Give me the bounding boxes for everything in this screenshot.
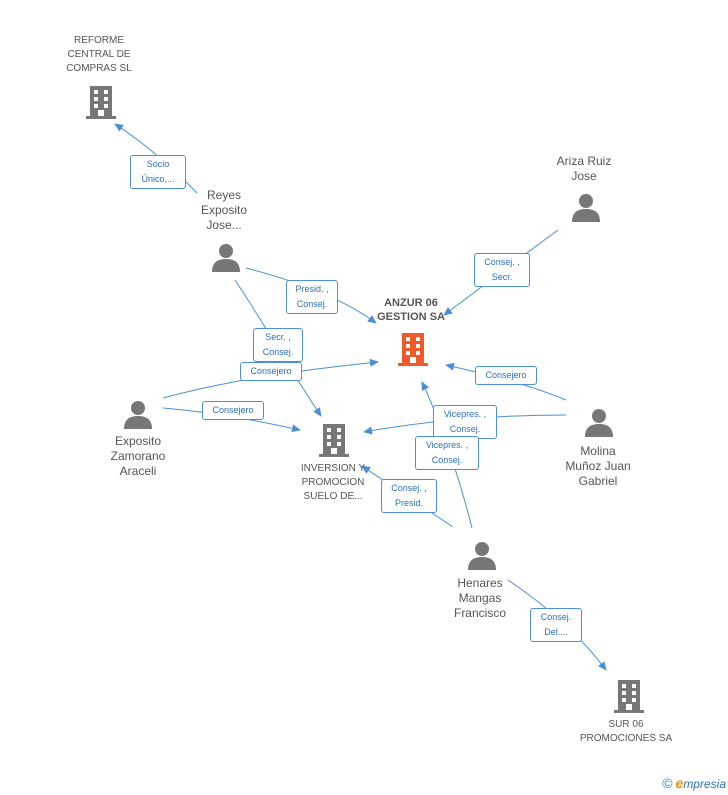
edge-label-consej-del: Consej. Del.... (530, 608, 582, 642)
edge-label-consej-secr: Consej. , Secr. (474, 253, 530, 287)
building-icon[interactable] (614, 680, 644, 713)
node-label-reforme[interactable]: REFORME CENTRAL DE COMPRAS SL (66, 35, 132, 74)
node-label-molina[interactable]: Molina Muñoz Juan Gabriel (565, 444, 631, 488)
person-icon[interactable] (212, 244, 240, 272)
person-icon[interactable] (124, 401, 152, 429)
building-icon[interactable] (86, 86, 116, 119)
brand-logo-text: mpresia (683, 777, 726, 791)
edge-label-consejero-2: Consejero (202, 401, 264, 420)
edge-label-consej-presid: Consej. , Presid. (381, 479, 437, 513)
copyright-icon: © (662, 775, 673, 791)
edge-label-socio: Socio Único,... (130, 155, 186, 189)
node-label-sur06[interactable]: SUR 06 PROMOCIONES SA (579, 719, 673, 744)
node-label-inversion[interactable]: INVERSION Y PROMOCION SUELO DE... (300, 463, 366, 502)
node-label-henares[interactable]: Henares Mangas Francisco (453, 576, 506, 620)
person-icon[interactable] (468, 542, 496, 570)
person-icon[interactable] (585, 409, 613, 437)
node-label-ariza[interactable]: Ariza Ruiz Jose (556, 154, 612, 183)
edge-label-presid: Presid. , Consej. (286, 280, 338, 314)
building-icon[interactable] (319, 424, 349, 457)
edge-label-secr: Secr. , Consej. (253, 328, 303, 362)
brand-footer[interactable]: ©empresia (662, 775, 726, 791)
node-label-exposito[interactable]: Exposito Zamorano Araceli (110, 434, 166, 478)
edge-label-consejero-3: Consejero (475, 366, 537, 385)
brand-logo-e: e (675, 775, 684, 791)
edge-reyes-reforme (114, 123, 198, 194)
edge-label-vicepres-2: Vicepres. , Consej. (415, 436, 479, 470)
node-label-anzur[interactable]: ANZUR 06 GESTION SA (377, 297, 445, 323)
edge-label-consejero-1: Consejero (240, 362, 302, 381)
edge-label-vicepres-1: Vicepres. , Consej. (433, 405, 497, 439)
node-label-reyes[interactable]: Reyes Exposito Jose... (200, 188, 248, 232)
main-building-icon[interactable] (398, 333, 428, 366)
person-icon[interactable] (572, 194, 600, 222)
